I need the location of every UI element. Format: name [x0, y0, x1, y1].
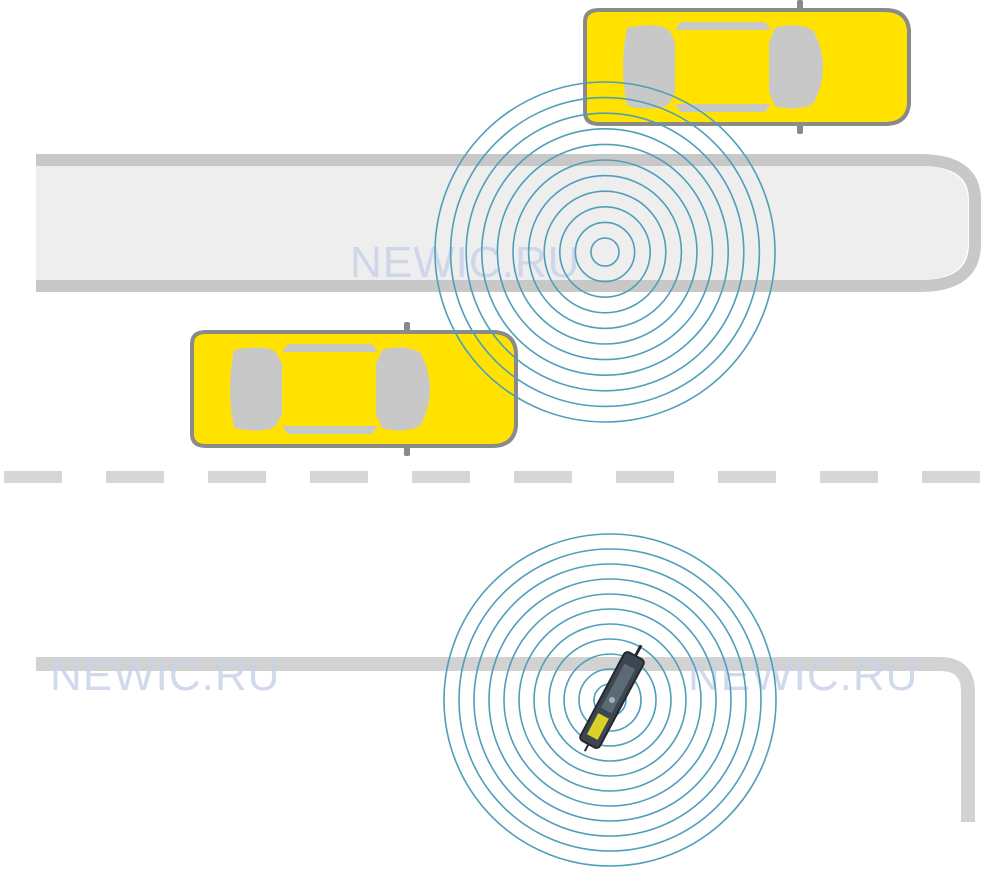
signal-ring [533, 623, 687, 777]
signal-ring [558, 206, 651, 299]
lane-dash [514, 471, 572, 483]
signal-ring [480, 128, 729, 376]
signal-ring [503, 593, 717, 807]
lane-dash [208, 471, 266, 483]
lane-dash [616, 471, 674, 483]
signal-ring [574, 221, 636, 283]
car-upper-right [583, 0, 911, 136]
signal-ring [465, 112, 745, 392]
signal-ring [518, 608, 702, 792]
signal-ring [512, 159, 698, 345]
signal-ring [443, 533, 777, 867]
lane-divider [4, 471, 980, 483]
signal-ring [590, 237, 620, 267]
lane-dash [106, 471, 164, 483]
signal-ring [563, 653, 657, 747]
watermark-lower-right: NEWIC.RU [688, 651, 918, 700]
signal-ring [473, 563, 747, 837]
signal-ring [578, 668, 642, 732]
car-topview-icon [190, 320, 518, 458]
signal-ring [548, 638, 672, 762]
lane-dash [922, 471, 980, 483]
signal-ring [458, 548, 762, 852]
signal-rings-upper [434, 81, 776, 423]
signal-ring [543, 190, 667, 314]
lane-dash [718, 471, 776, 483]
watermark-upper: NEWIC.RU [350, 238, 580, 287]
signal-ring [434, 81, 776, 423]
loop-wire [36, 657, 975, 822]
signal-ring [496, 143, 714, 361]
lane-dash [820, 471, 878, 483]
lane-dash [412, 471, 470, 483]
car-topview-icon [583, 0, 911, 136]
sensor-device-icon [579, 644, 645, 752]
signal-ring [527, 174, 683, 330]
detector-tube-outline [36, 154, 981, 292]
lane-dash [310, 471, 368, 483]
signal-ring [449, 96, 761, 408]
lane-dash [4, 471, 62, 483]
signal-rings-lower [443, 533, 777, 867]
watermark-lower-left: NEWIC.RU [50, 651, 280, 700]
car-middle-left [190, 320, 518, 458]
signal-ring [488, 578, 732, 822]
